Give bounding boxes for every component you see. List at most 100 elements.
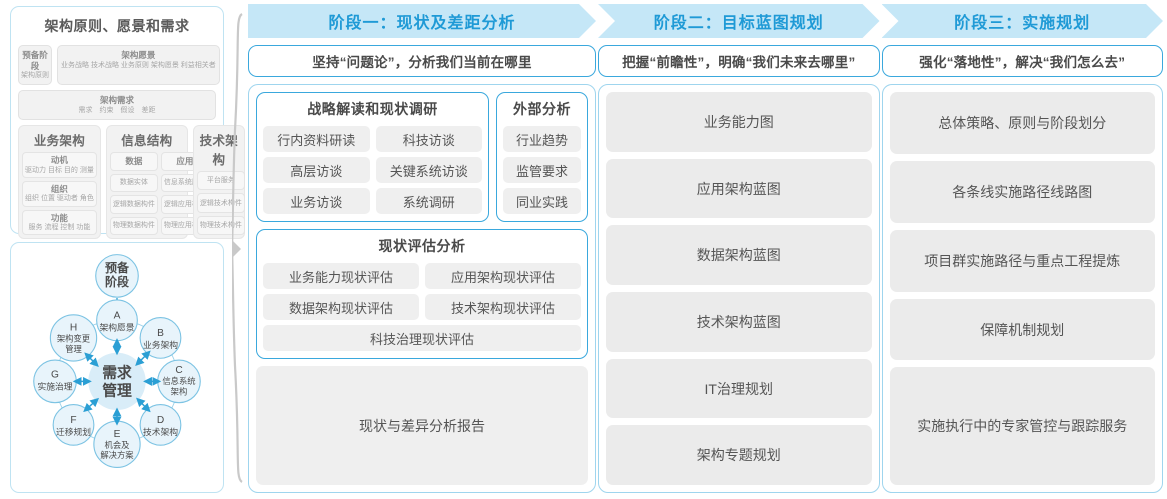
- svg-text:架构: 架构: [171, 386, 188, 396]
- svg-text:架构变更: 架构变更: [57, 334, 91, 344]
- phase-3-banner[interactable]: 阶段三：实施规划: [882, 4, 1164, 38]
- svg-text:阶段: 阶段: [105, 274, 130, 289]
- chip-item[interactable]: 监管要求: [503, 157, 581, 183]
- svg-text:信息系统: 信息系统: [162, 376, 195, 386]
- adm-diagram-svg: 预备 阶段 需求 管理 A 架构愿景 B 业务架构: [33, 254, 201, 468]
- phase-1-banner-label: 阶段一：现状及差距分析: [328, 15, 516, 32]
- chip-item[interactable]: 同业实践: [503, 188, 581, 214]
- adm-node-d: [139, 403, 182, 446]
- chip-item[interactable]: 系统调研: [375, 188, 482, 214]
- togaf-vision-box: 架构愿景 业务战略 技术战略 业务原则 架构愿景 利益相关者: [57, 45, 220, 86]
- tile-item[interactable]: 数据架构蓝图: [606, 225, 872, 286]
- phase-column-1: 阶段一：现状及差距分析 坚持“问题论”，分析我们当前在哪里 战略解读和现状调研 …: [248, 4, 596, 493]
- togaf-prep-sub: 架构原则: [21, 72, 49, 80]
- svg-text:实施治理: 实施治理: [37, 381, 72, 392]
- phase-1-subtitle: 坚持“问题论”，分析我们当前在哪里: [248, 45, 596, 77]
- togaf-cell: 动机 驱动力 目标 目的 测量: [22, 152, 97, 178]
- group-external-analysis: 外部分析 行业趋势 监管要求 同业实践: [496, 92, 588, 222]
- chip-item[interactable]: 业务访谈: [263, 188, 370, 214]
- svg-text:D: D: [157, 415, 164, 426]
- phase-3-body: 总体策略、原则与阶段划分 各条线实施路径线路图 项目群实施路径与重点工程提炼 保…: [881, 84, 1163, 493]
- group-title: 现状评估分析: [378, 238, 466, 254]
- togaf-cell: 逻辑数据构件: [109, 195, 158, 214]
- brace-connector: [232, 0, 246, 499]
- svg-text:机会及: 机会及: [105, 440, 131, 450]
- adm-node-b: [139, 316, 182, 359]
- tile-item[interactable]: 技术架构蓝图: [606, 292, 872, 352]
- phase-column-3: 阶段三：实施规划 强化“落地性”，解决“我们怎么去” 总体策略、原则与阶段划分 …: [881, 4, 1164, 493]
- phase-2-banner-label: 阶段二：目标蓝图规划: [653, 15, 824, 32]
- group-strategy-research: 战略解读和现状调研 行内资料研读 科技访谈 高层访谈 关键系统访谈 业务访谈 系…: [256, 92, 489, 222]
- chip-item[interactable]: 技术架构现状评估: [425, 294, 581, 320]
- svg-text:解决方案: 解决方案: [100, 450, 134, 460]
- togaf-pillar-business: 业务架构 动机 驱动力 目标 目的 测量 组织 组织 位置 驱动者 角色: [18, 125, 101, 240]
- phase-1-top-row: 战略解读和现状调研 行内资料研读 科技访谈 高层访谈 关键系统访谈 业务访谈 系…: [256, 92, 588, 222]
- svg-text:管理: 管理: [102, 381, 132, 399]
- svg-text:F: F: [70, 415, 76, 426]
- togaf-vision-sub: 业务战略 技术战略 业务原则 架构愿景 利益相关者: [61, 61, 216, 69]
- phase-column-2: 阶段二：目标蓝图规划 把握“前瞻性”，明确“我们未来去哪里” 业务能力图 应用架…: [598, 4, 880, 493]
- tile-item[interactable]: 应用架构蓝图: [606, 158, 872, 219]
- togaf-vision-head: 架构愿景: [121, 50, 156, 60]
- adm-cycle-card: 预备 阶段 需求 管理 A 架构愿景 B 业务架构: [10, 242, 224, 493]
- tile-item[interactable]: 业务能力图: [606, 92, 872, 152]
- chip-item[interactable]: 关键系统访谈: [375, 157, 482, 183]
- phase-1-body: 战略解读和现状调研 行内资料研读 科技访谈 高层访谈 关键系统访谈 业务访谈 系…: [248, 84, 596, 493]
- phase-1-report-tile[interactable]: 现状与差异分析报告: [256, 366, 588, 485]
- svg-text:预备: 预备: [105, 260, 130, 275]
- tile-item[interactable]: 项目群实施路径与重点工程提炼: [889, 229, 1155, 292]
- togaf-pillars: 业务架构 动机 驱动力 目标 目的 测量 组织 组织 位置 驱动者 角色: [18, 125, 245, 240]
- tile-item[interactable]: 保障机制规划: [889, 298, 1155, 361]
- togaf-pillar-title: 信息结构: [121, 134, 173, 149]
- svg-text:架构愿景: 架构愿景: [99, 321, 134, 332]
- togaf-requirements-sub: 需求 约束 假设 差距: [78, 106, 156, 114]
- togaf-cell: 数据: [109, 152, 158, 171]
- togaf-prep-head: 预备阶段: [22, 50, 48, 71]
- svg-text:技术架构: 技术架构: [143, 426, 178, 437]
- left-reference-column: 架构原则、愿景和需求 预备阶段 架构原则 架构愿景 业务战略 技术战略 业务原则…: [0, 0, 245, 499]
- svg-text:G: G: [51, 370, 59, 381]
- phase-columns: 阶段一：现状及差距分析 坚持“问题论”，分析我们当前在哪里 战略解读和现状调研 …: [246, 0, 1167, 499]
- tile-item[interactable]: 总体策略、原则与阶段划分: [889, 92, 1155, 154]
- phase-3-banner-shape: [882, 4, 1164, 38]
- phase-2-banner[interactable]: 阶段二：目标蓝图规划: [598, 4, 880, 38]
- togaf-cell: 组织 组织 位置 驱动者 角色: [22, 180, 97, 207]
- svg-text:C: C: [175, 365, 182, 376]
- togaf-prep-box: 预备阶段 架构原则: [18, 45, 52, 86]
- chip-item[interactable]: 科技访谈: [375, 126, 482, 152]
- phase-3-tiles: 总体策略、原则与阶段划分 各条线实施路径线路图 项目群实施路径与重点工程提炼 保…: [889, 92, 1155, 485]
- phase-2-banner-shape: [598, 4, 880, 38]
- adm-node-h: [49, 314, 98, 362]
- tile-item[interactable]: 各条线实施路径线路图: [889, 160, 1155, 223]
- chip-item[interactable]: 高层访谈: [263, 157, 370, 183]
- chip-item[interactable]: 应用架构现状评估: [425, 263, 581, 289]
- phase-2-subtitle: 把握“前瞻性”，明确“我们未来去哪里”: [598, 45, 880, 77]
- tile-item[interactable]: 实施执行中的专家管控与跟踪服务: [889, 367, 1155, 485]
- svg-text:B: B: [157, 328, 164, 339]
- togaf-pillar-title: 技术架构: [199, 134, 239, 168]
- adm-node-prep: [95, 254, 139, 298]
- svg-text:管理: 管理: [65, 344, 82, 354]
- chip-item[interactable]: 行内资料研读: [263, 126, 370, 152]
- svg-text:H: H: [70, 322, 77, 333]
- group-title: 战略解读和现状调研: [307, 101, 438, 117]
- chip-item[interactable]: 数据架构现状评估: [263, 294, 419, 320]
- chip-item[interactable]: 行业趋势: [503, 126, 581, 152]
- tile-item[interactable]: 架构专题规划: [606, 425, 872, 486]
- phase-1-banner[interactable]: 阶段一：现状及差距分析: [248, 4, 596, 38]
- adm-center: [88, 352, 146, 411]
- phase-2-tiles: 业务能力图 应用架构蓝图 数据架构蓝图 技术架构蓝图 IT治理规划 架构专题规划: [606, 92, 872, 486]
- tile-item[interactable]: IT治理规划: [606, 358, 872, 419]
- svg-text:E: E: [114, 429, 121, 440]
- togaf-cell: 数据实体: [109, 173, 158, 193]
- togaf-pillar-title: 业务架构: [33, 134, 86, 149]
- togaf-requirements-head: 架构需求: [99, 95, 134, 106]
- adm-node-f: [52, 403, 95, 446]
- chip-item[interactable]: 业务能力现状评估: [263, 263, 419, 289]
- togaf-cell: 物理数据构件: [109, 216, 158, 236]
- svg-text:迁移规划: 迁移规划: [56, 426, 91, 437]
- togaf-cell: 功能 服务 流程 控制 功能: [22, 209, 97, 236]
- chip-item[interactable]: 科技治理现状评估: [263, 325, 581, 351]
- group-title: 外部分析: [513, 101, 571, 117]
